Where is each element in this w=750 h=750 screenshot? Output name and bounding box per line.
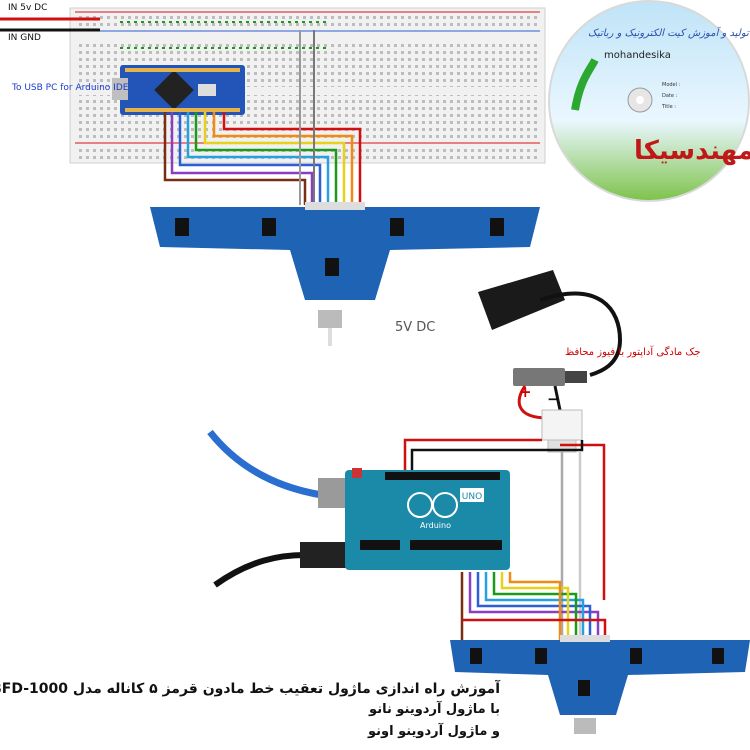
cd-brand: mohandesika [604,50,671,61]
line-sensor-bottom [450,635,750,734]
arduino-uno: UNO Arduino [345,468,510,570]
jack-wires [517,385,562,420]
gnd-label: IN GND [8,33,41,43]
cd-model-field: Model : [662,82,681,88]
title-line-3: و ماژول آردوینو اونو [367,724,500,739]
nano-sensor-wires [163,30,362,205]
arduino-label: Arduino [420,521,451,530]
power-adapter [478,270,623,386]
minus-label: − [547,390,560,408]
jumper-rows [120,21,330,49]
title-line-2: با ماژول آردوینو نانو [369,702,500,717]
cd-logo-text: مهندسیکا [634,136,750,166]
arduino-nano [112,65,245,115]
usb-label: To USB PC for Arduino IDE [12,83,129,93]
cd-title-field: Title : [662,104,676,110]
dc-label: 5V DC [395,320,436,335]
cd-date-field: Date : [662,93,678,99]
uno-power-wires [403,438,606,640]
plus-label: + [519,383,532,401]
power-input-wires [0,17,100,32]
uno-sensor-wires [460,572,607,640]
cd-top-text: تولید و آموزش کیت الکترونیک و رباتیک [588,28,749,39]
uno-label: UNO [462,492,482,502]
dc-cable [213,542,350,588]
cd-disc [548,0,750,202]
line-sensor-top [150,202,540,346]
usb-cable [207,429,358,508]
breadboard [69,7,546,164]
vcc-label: IN 5v DC [8,3,48,13]
title-line-1: آموزش راه اندازی ماژول تعقیب خط مادون قر… [0,681,500,697]
jack-label: جک مادگی آداپتور با فیوز محافظ [565,347,701,358]
